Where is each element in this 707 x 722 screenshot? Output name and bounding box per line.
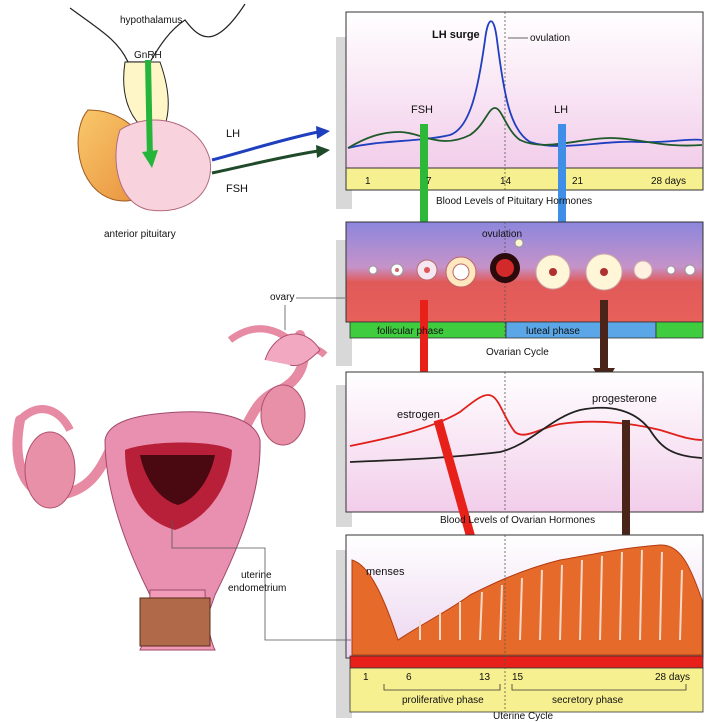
fsh-arrowhead [316, 145, 330, 158]
day-tick-28: 28 days [651, 176, 686, 187]
uterine-day-tick-1: 1 [363, 672, 369, 683]
uterine-cycle-panel [336, 535, 703, 718]
uterine-day-tick-13: 13 [479, 672, 491, 683]
secretory-phase-label: secretory phase [552, 695, 624, 706]
ovulation-label-top: ovulation [530, 33, 570, 44]
pituitary-illustration [70, 4, 245, 211]
hypothalamus-label: hypothalamus [120, 15, 182, 26]
progesterone-label: progesterone [592, 393, 657, 405]
pituitary-hormones-panel [336, 12, 703, 258]
lh-arrow-label: LH [226, 128, 240, 140]
uterine-day-tick-6: 6 [406, 672, 412, 683]
estrogen-label: estrogen [397, 409, 440, 421]
ovulation-label-ovary: ovulation [482, 229, 522, 240]
lh-curve-label: LH [554, 104, 568, 116]
lh-arrowhead [316, 126, 330, 139]
menses-label: menses [366, 566, 405, 578]
fsh-curve-label: FSH [411, 104, 433, 116]
day-tick-14: 14 [500, 176, 512, 187]
fsh-arrow-label: FSH [226, 183, 248, 195]
proliferative-phase-label: proliferative phase [402, 695, 484, 706]
gnrh-label: GnRH [134, 50, 162, 61]
ovarian-panel-title: Ovarian Cycle [486, 347, 549, 358]
uterine-day-tick-15: 15 [512, 672, 524, 683]
anterior-pituitary-label: anterior pituitary [104, 229, 176, 240]
day-tick-21: 21 [572, 176, 584, 187]
uterine-day-tick-28: 28 days [655, 672, 690, 683]
endometrium-label: endometrium [228, 583, 286, 594]
day-tick-1: 1 [365, 176, 371, 187]
uterus-illustration [17, 298, 351, 650]
pituitary-panel-title: Blood Levels of Pituitary Hormones [436, 196, 592, 207]
follicular-phase-label: follicular phase [377, 326, 444, 337]
ovarian-hormones-panel-title: Blood Levels of Ovarian Hormones [440, 515, 595, 526]
lh-surge-label: LH surge [432, 29, 480, 41]
luteal-phase-label: luteal phase [526, 326, 580, 337]
day-tick-7: 7 [426, 176, 432, 187]
ovary-label: ovary [270, 292, 294, 303]
uterine-panel-title: Uterine Cycle [493, 711, 553, 722]
uterine-label: uterine [241, 570, 272, 581]
